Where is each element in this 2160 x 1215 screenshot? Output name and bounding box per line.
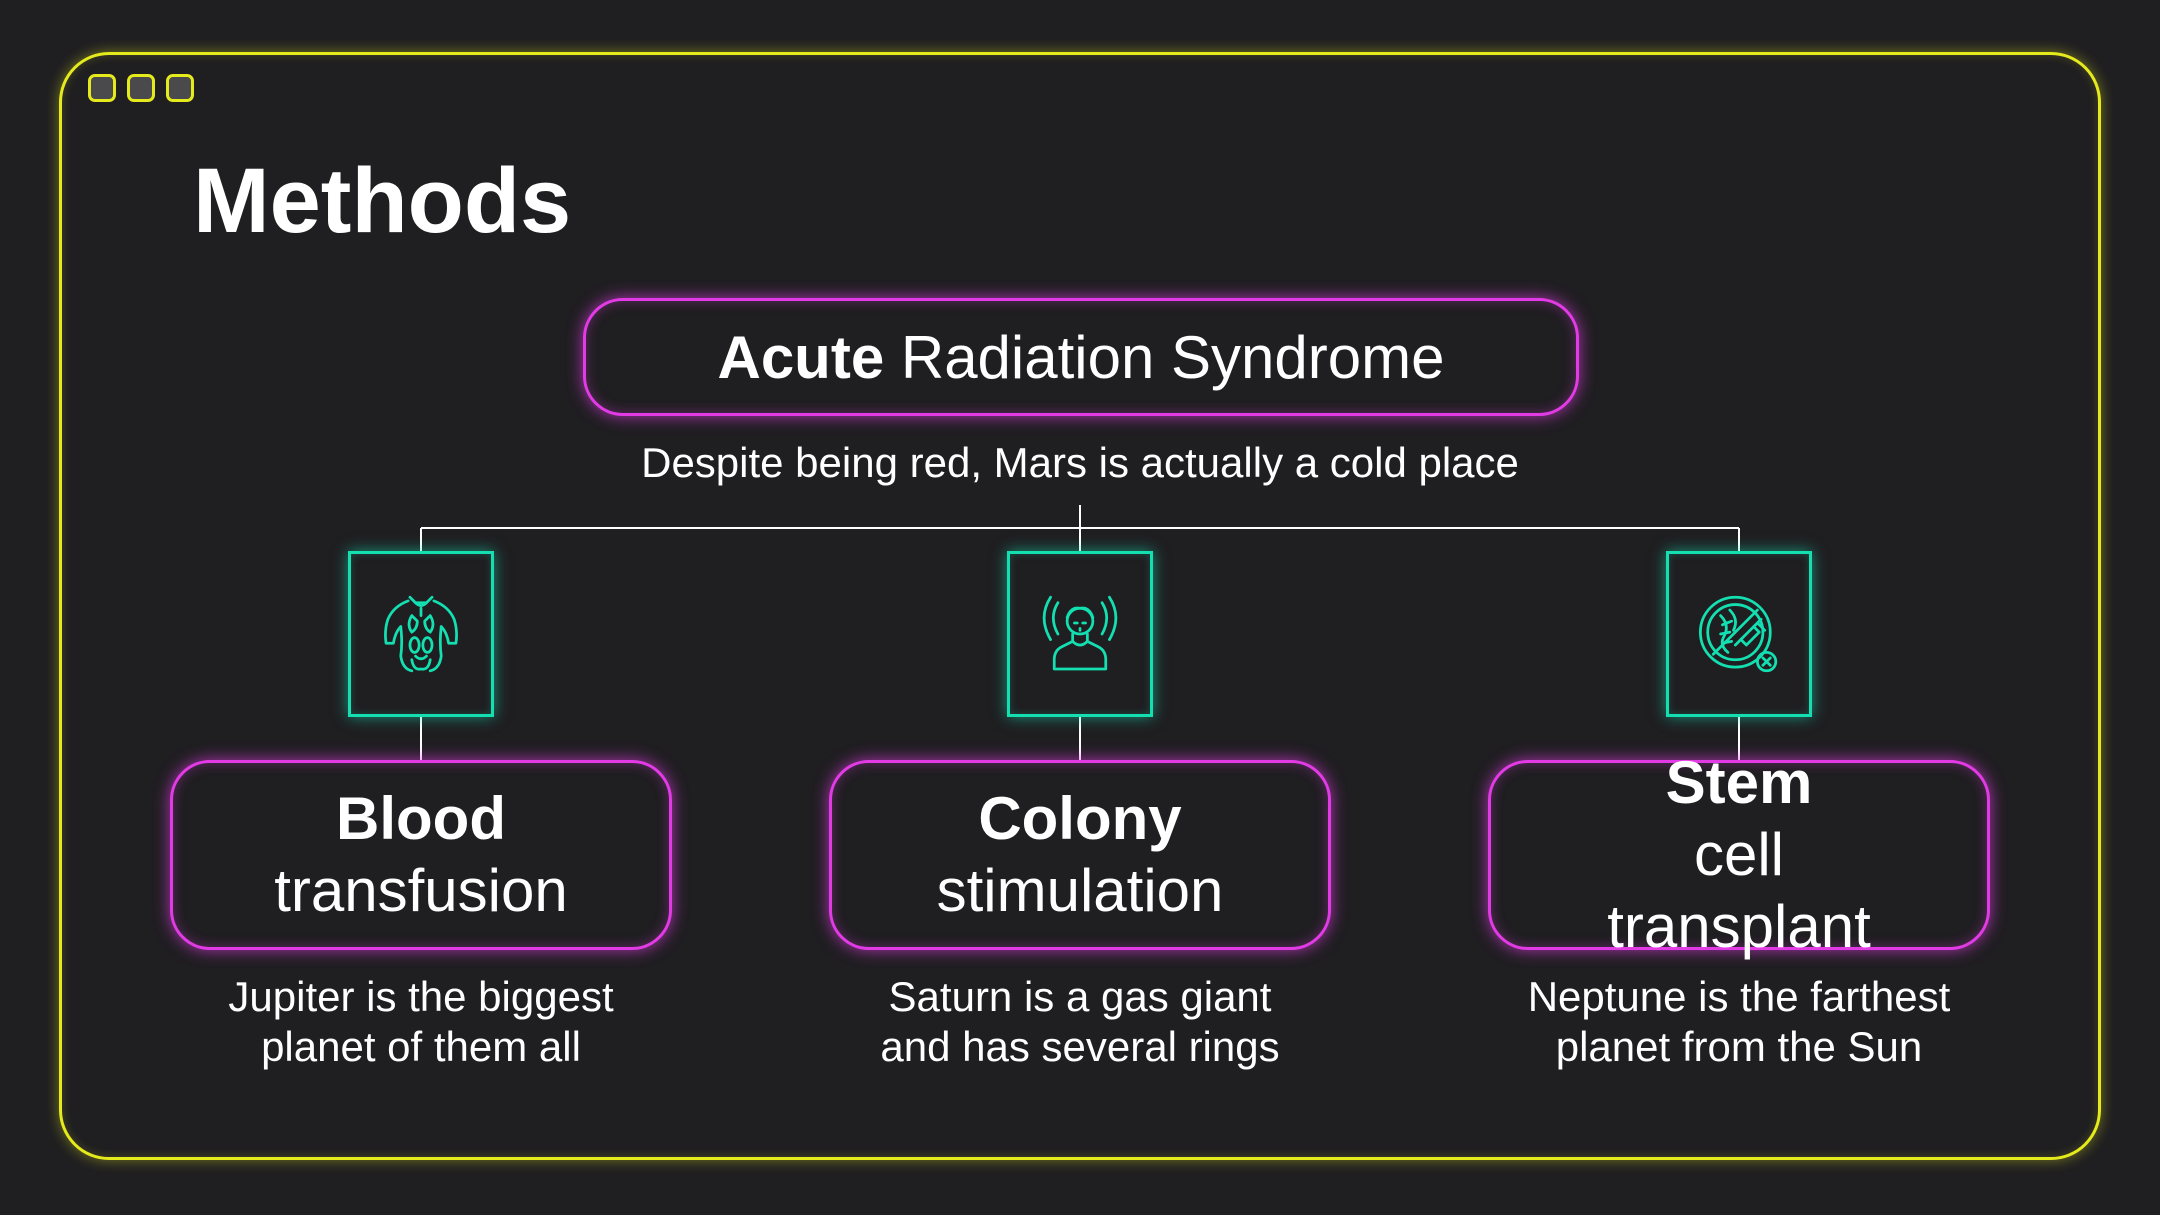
method-description-1: Jupiter is the biggest planet of them al… [141,972,701,1072]
dna-syringe-icon [1698,595,1778,673]
method-icon-box-3 [1666,551,1812,717]
description-line: Neptune is the farthest [1527,973,1951,1020]
slide-frame [59,52,2101,1160]
method-box-blood-transfusion: Blood transfusion [170,760,672,950]
method-box-stem-cell-transplant: Stem cell transplant [1488,749,1990,960]
method-icon-box-2 [1007,551,1153,717]
method-title-rest: cell [1693,821,1785,888]
method-title-bold: Stem [1665,749,1813,816]
main-topic-box: Acute Radiation Syndrome [583,298,1579,416]
method-description-3: Neptune is the farthest planet from the … [1459,972,2019,1072]
description-line: Saturn is a gas giant [888,973,1272,1020]
person-radiation-icon [1042,595,1118,671]
description-line: Jupiter is the biggest [228,973,614,1020]
main-topic-subtitle: Despite being red, Mars is actually a co… [641,439,1519,486]
method-box-colony-stimulation: Colony stimulation [829,760,1331,950]
method-title-line2: stimulation [936,857,1224,924]
method-title-line1: Colony [978,783,1181,855]
main-topic-text: Acute Radiation Syndrome [717,323,1444,392]
method-title-bold: Blood [336,785,506,852]
page-title: Methods [193,150,572,252]
method-icon-box-1 [348,551,494,717]
method-title-line2: transfusion [274,857,568,924]
method-description-2: Saturn is a gas giant and has several ri… [800,972,1360,1072]
window-dot-3 [166,74,194,102]
description-line: planet of them all [261,1023,581,1070]
method-title-line2: transplant [1607,893,1871,960]
window-dot-2 [127,74,155,102]
window-controls [88,74,194,102]
method-title-line1: Blood [336,783,506,855]
main-topic-rest: Radiation Syndrome [884,323,1445,391]
body-organs-icon [384,595,458,673]
method-title-bold: Colony [978,785,1182,852]
description-line: and has several rings [880,1023,1280,1070]
method-title-line1: Stem cell [1666,747,1813,891]
main-topic-bold: Acute [717,323,885,391]
description-line: planet from the Sun [1555,1023,1923,1070]
window-dot-1 [88,74,116,102]
